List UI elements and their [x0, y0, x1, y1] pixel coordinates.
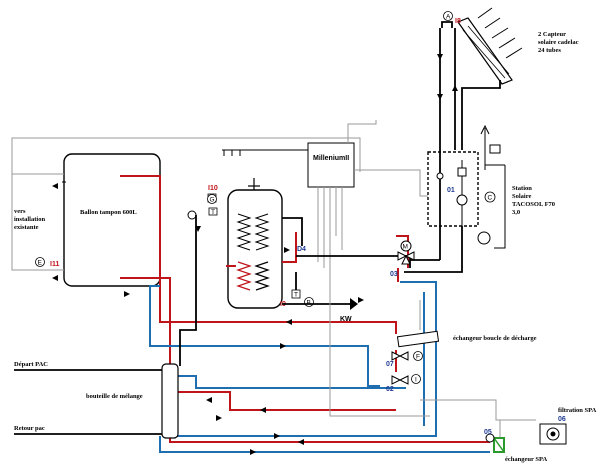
lower-coil-black — [254, 261, 270, 291]
solar-collector — [457, 7, 523, 85]
dhw-tank — [227, 189, 283, 309]
pump-07 — [391, 351, 409, 361]
ground-icon — [222, 149, 308, 156]
three-way-valve-02 — [391, 375, 409, 385]
sensor-letter-g: G — [210, 197, 215, 204]
controller-box — [307, 142, 355, 188]
sensor-t-box — [208, 207, 218, 216]
mixing-bottle-label: bouteille de mélange — [86, 393, 143, 400]
grey-pipes — [329, 272, 536, 446]
discharge-exchanger — [396, 330, 440, 348]
cold-water-label: KW — [340, 316, 352, 323]
sensor-letter-c: C — [488, 195, 493, 202]
discharge-exchanger-label: échangeur boucle de décharge — [453, 335, 537, 342]
flow-arrows — [124, 226, 364, 455]
sensor-letter-a: A — [446, 14, 451, 21]
mixing-bottle — [161, 363, 179, 439]
spa-pump-icon — [485, 433, 495, 443]
depart-pac-label: Départ PAC — [14, 361, 48, 368]
sensor-letter-f: F — [416, 354, 420, 361]
sensor-letter-b: B — [307, 300, 311, 307]
filtration-spa-label: filtration SPA — [558, 407, 597, 414]
tag-d4: D4 — [297, 246, 306, 253]
tag-02: 02 — [386, 386, 394, 393]
tag-i10: I10 — [208, 185, 218, 192]
existing-install-line — [11, 174, 64, 271]
spa-exchanger-label: échangeur SPA — [505, 456, 547, 463]
buffer-tank-label: Ballon tampon 600L — [80, 209, 137, 216]
sensor-letter-t1: T — [211, 209, 215, 216]
cold-pipes — [149, 281, 490, 453]
outer-loop-line — [11, 137, 361, 175]
valve-motor-m-icon — [400, 240, 412, 252]
sensor-g-icon — [207, 194, 217, 204]
tag-03: 03 — [390, 271, 398, 278]
sensor-letter-e: E — [38, 260, 43, 267]
tag-05: 05 — [484, 429, 492, 436]
motor-letter-m: M — [403, 244, 408, 251]
tag-01: 01 — [447, 187, 455, 194]
solar-flow-arrows — [437, 54, 458, 100]
three-way-valve-03 — [397, 251, 415, 265]
upper-coil — [236, 213, 270, 251]
controller-wiring — [317, 120, 428, 272]
controller-label: MilleniumII — [313, 155, 349, 162]
retour-pac-label: Retour pac — [14, 425, 45, 432]
buffer-tank — [63, 153, 161, 287]
spa-filter-core-icon — [550, 431, 556, 437]
solar-station-internals — [436, 160, 468, 226]
sensor-letter-t2: T — [294, 292, 298, 299]
collector-sensor-a-icon — [443, 11, 453, 21]
sensor-e-icon — [35, 257, 45, 267]
tag-i11: I11 — [50, 261, 59, 268]
lower-coil — [236, 261, 252, 291]
solar-station-box — [427, 151, 479, 227]
cold-water-arrow-icon — [350, 298, 358, 310]
sensor-f-icon — [413, 351, 423, 361]
sensor-c-icon — [484, 191, 496, 203]
expansion-vessel-icon — [477, 231, 491, 245]
safety-valve — [480, 124, 506, 249]
tag-i8: I8 — [455, 18, 461, 25]
dhw-pump-icon — [187, 210, 197, 220]
sensor-i-icon — [411, 374, 421, 384]
sensor-letter-i: I — [415, 377, 417, 384]
sun-rays-icon — [477, 7, 523, 59]
tag-07: 07 — [386, 361, 394, 368]
tag-06: 06 — [558, 416, 566, 423]
